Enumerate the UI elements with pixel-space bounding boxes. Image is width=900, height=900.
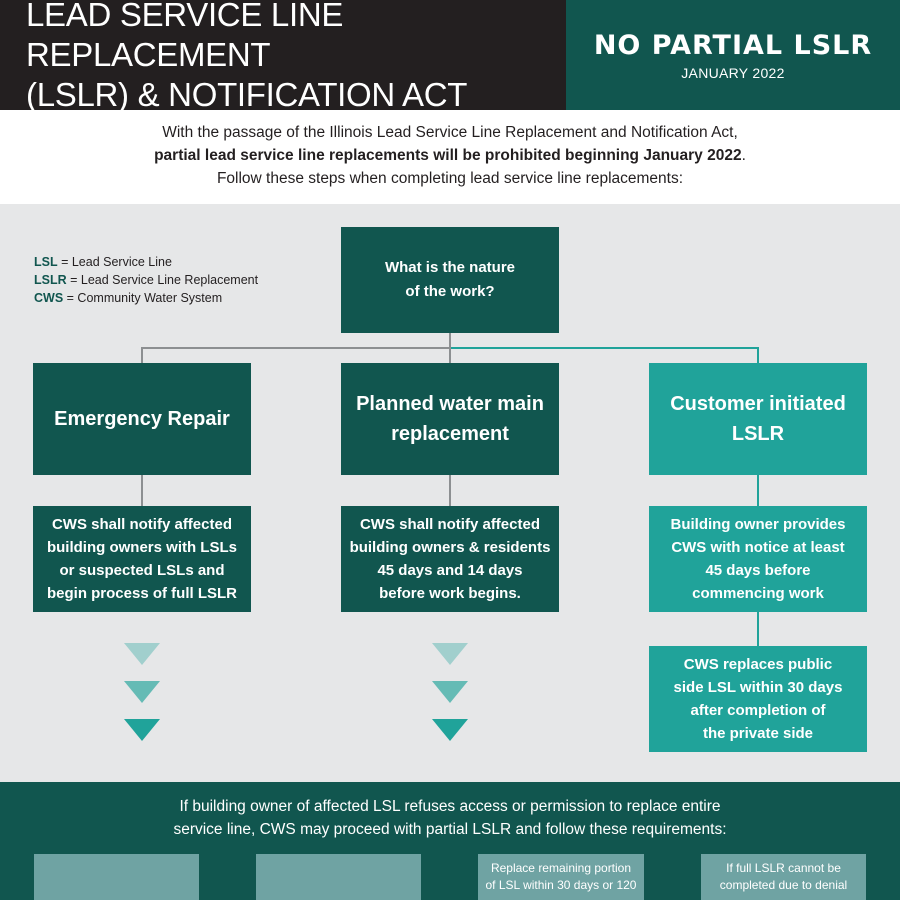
down-arrow-icon bbox=[432, 681, 468, 703]
step-emergency-notify: CWS shall notify affected building owner… bbox=[33, 506, 251, 612]
legend-sep: = bbox=[57, 255, 72, 269]
step-line: after completion of bbox=[690, 702, 826, 719]
legend-sep: = bbox=[66, 273, 81, 287]
step-line: 45 days and 14 days bbox=[377, 562, 523, 579]
legend-item-lslr: LSLR = Lead Service Line Replacement bbox=[34, 271, 258, 289]
connector-planned-step bbox=[449, 475, 451, 506]
no-partial-lslr-heading: NO PARTIAL LSLR bbox=[593, 30, 873, 61]
requirement-box-2 bbox=[256, 854, 421, 900]
connector-root-down bbox=[449, 333, 451, 348]
step-line: CWS with notice at least bbox=[671, 539, 845, 556]
refusal-line-2: service line, CWS may proceed with parti… bbox=[173, 821, 727, 838]
requirement-box-4: If full LSLR cannot be completed due to … bbox=[701, 854, 866, 900]
requirement-line: If full LSLR cannot be bbox=[726, 861, 841, 875]
root-question-box: What is the nature of the work? bbox=[341, 227, 559, 333]
requirement-box-3: Replace remaining portion of LSL within … bbox=[478, 854, 644, 900]
refusal-line-1: If building owner of affected LSL refuse… bbox=[179, 798, 721, 815]
step-line: CWS shall notify affected bbox=[51, 516, 232, 533]
category-label: Emergency Repair bbox=[54, 408, 230, 430]
category-customer-initiated: Customer initiated LSLR bbox=[649, 363, 867, 475]
legend-sep: = bbox=[63, 291, 78, 305]
date-label: JANUARY 2022 bbox=[681, 65, 785, 81]
connector-customer-step2 bbox=[757, 612, 759, 646]
connector-to-planned bbox=[449, 347, 451, 363]
down-arrow-icon bbox=[124, 643, 160, 665]
down-arrow-icon bbox=[124, 681, 160, 703]
requirement-box-1 bbox=[34, 854, 199, 900]
step-line: the private side bbox=[702, 725, 814, 742]
legend-item-lsl: LSL = Lead Service Line bbox=[34, 253, 258, 271]
intro-line-2: partial lead service line replacements w… bbox=[0, 144, 900, 167]
legend: LSL = Lead Service Line LSLR = Lead Serv… bbox=[34, 253, 258, 307]
down-arrow-icon bbox=[432, 643, 468, 665]
step-line: begin process of full LSLR bbox=[46, 585, 237, 602]
intro-line-3: Follow these steps when completing lead … bbox=[216, 170, 684, 187]
subtitle-block: NO PARTIAL LSLR JANUARY 2022 bbox=[566, 0, 900, 110]
step-line: or suspected LSLs and bbox=[59, 562, 225, 579]
refusal-text: If building owner of affected LSL refuse… bbox=[0, 795, 900, 841]
intro-bold-text: partial lead service line replacements w… bbox=[154, 147, 742, 164]
intro-period: . bbox=[741, 147, 746, 164]
requirement-line: Replace remaining portion bbox=[490, 861, 632, 875]
connector-horizontal-right bbox=[451, 347, 759, 349]
category-emergency-repair: Emergency Repair bbox=[33, 363, 251, 475]
legend-abbr: LSLR bbox=[34, 273, 67, 287]
title-line-2: (LSLR) & NOTIFICATION ACT bbox=[26, 76, 468, 113]
step-line: CWS replaces public bbox=[683, 656, 833, 673]
category-label-line-2: replacement bbox=[391, 423, 509, 445]
title-line-1: LEAD SERVICE LINE REPLACEMENT bbox=[26, 0, 344, 73]
connector-customer-step bbox=[757, 475, 759, 506]
legend-meaning: Community Water System bbox=[77, 291, 223, 305]
title-block: LEAD SERVICE LINE REPLACEMENT (LSLR) & N… bbox=[0, 0, 566, 113]
category-planned-main-replacement: Planned water main replacement bbox=[341, 363, 559, 475]
step-line: side LSL within 30 days bbox=[673, 679, 843, 696]
connector-horizontal-left bbox=[141, 347, 451, 349]
intro-text: With the passage of the Illinois Lead Se… bbox=[0, 110, 900, 204]
down-arrow-icon bbox=[124, 719, 160, 741]
step-customer-notice: Building owner provides CWS with notice … bbox=[649, 506, 867, 612]
legend-meaning: Lead Service Line bbox=[71, 255, 172, 269]
connector-to-customer bbox=[757, 347, 759, 363]
category-label-line-1: Planned water main bbox=[356, 393, 544, 415]
step-line: 45 days before bbox=[705, 562, 811, 579]
step-line: building owners & residents bbox=[349, 539, 551, 556]
intro-line-1: With the passage of the Illinois Lead Se… bbox=[162, 124, 738, 141]
category-label-line-2: LSLR bbox=[731, 423, 785, 445]
legend-abbr: LSL bbox=[34, 255, 58, 269]
step-line: before work begins. bbox=[379, 585, 521, 602]
category-label-line-1: Customer initiated bbox=[670, 393, 846, 415]
legend-item-cws: CWS = Community Water System bbox=[34, 289, 258, 307]
requirement-line: completed due to denial bbox=[719, 878, 848, 892]
step-planned-notify: CWS shall notify affected building owner… bbox=[341, 506, 559, 612]
requirement-line: of LSL within 30 days or 120 bbox=[485, 878, 637, 892]
step-line: Building owner provides bbox=[670, 516, 846, 533]
root-line-2: of the work? bbox=[405, 283, 495, 300]
step-cws-replaces-public-side: CWS replaces public side LSL within 30 d… bbox=[649, 646, 867, 752]
step-line: commencing work bbox=[692, 585, 824, 602]
connector-emergency-step bbox=[141, 475, 143, 506]
connector-to-emergency bbox=[141, 347, 143, 363]
legend-abbr: CWS bbox=[34, 291, 64, 305]
root-line-1: What is the nature bbox=[384, 259, 515, 276]
down-arrow-icon bbox=[432, 719, 468, 741]
legend-meaning: Lead Service Line Replacement bbox=[80, 273, 259, 287]
step-line: CWS shall notify affected bbox=[359, 516, 540, 533]
step-line: building owners with LSLs bbox=[46, 539, 237, 556]
